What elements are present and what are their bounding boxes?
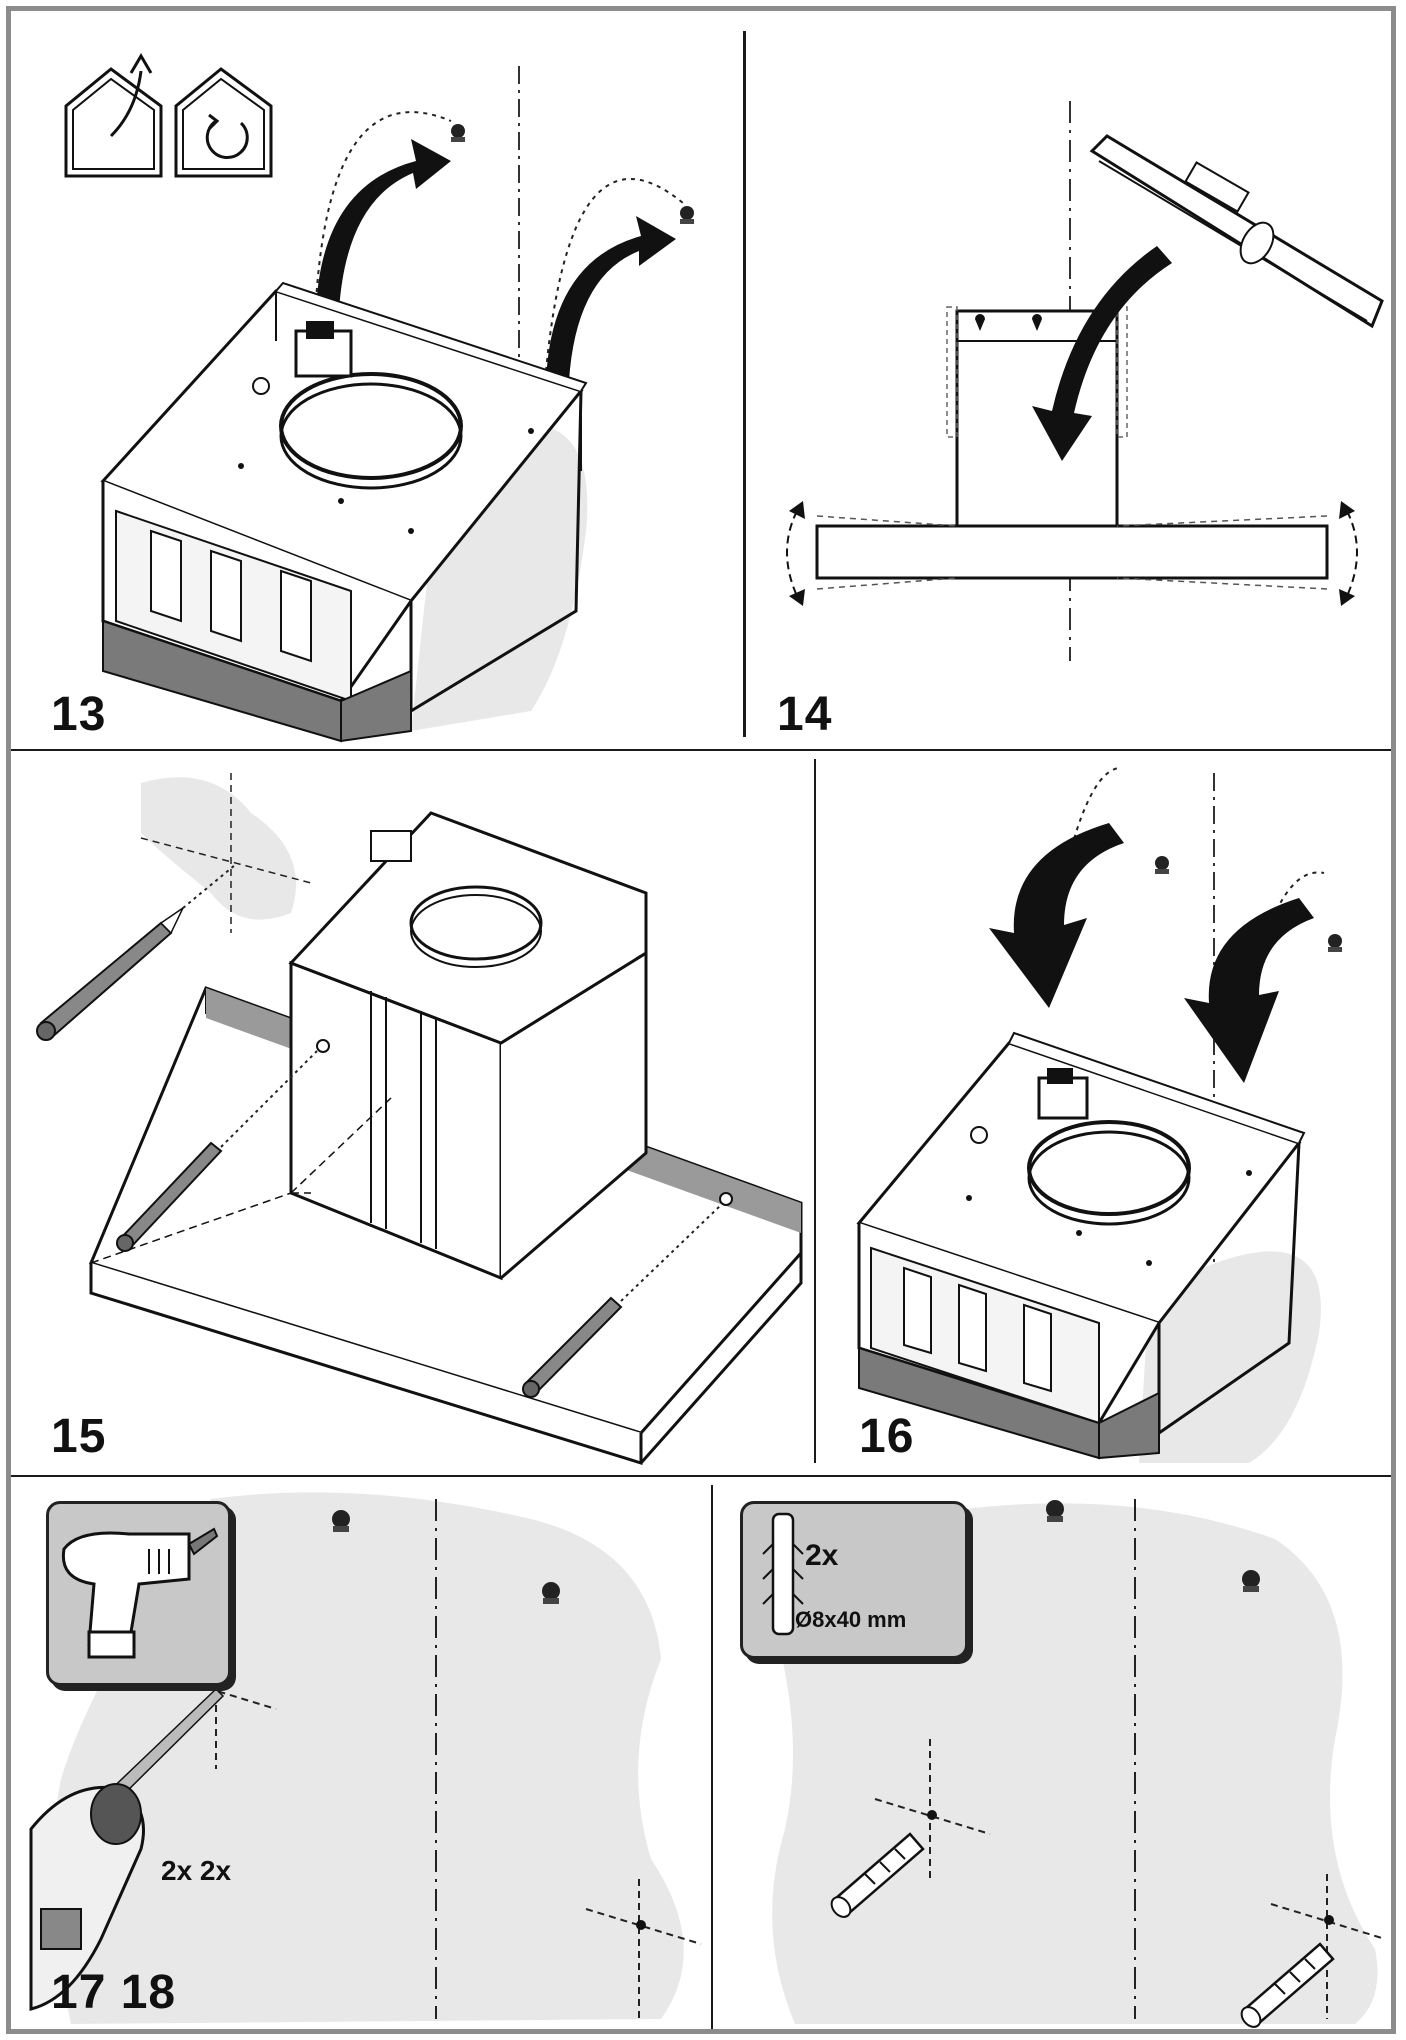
spirit-level-icon — [1089, 134, 1384, 329]
panel-step-14: 14 — [747, 11, 1391, 747]
screw-icon — [680, 206, 694, 224]
step-13-illustration — [64, 53, 694, 743]
row-divider-2 — [11, 1475, 1391, 1477]
step-14-number: 14 — [777, 688, 833, 741]
screw-icon — [1046, 1500, 1064, 1522]
instruction-sheet: 13 — [6, 6, 1396, 2034]
screw-icon — [1155, 856, 1169, 874]
pencil-icon — [36, 905, 185, 1041]
wall-plug-spec-icon — [762, 1512, 804, 1636]
wall-plug-icon-box — [740, 1501, 968, 1659]
house-recirculation-icon — [174, 67, 273, 178]
step-17-18-number: 17 18 — [51, 1966, 177, 2019]
screw-icon — [451, 124, 465, 142]
screw-icon — [1328, 934, 1342, 952]
panel-step-18-plugs: 2x Ø8x40 mm — [715, 1479, 1391, 2029]
cordless-drill-icon — [61, 1527, 219, 1659]
plug-spec-label: Ø8x40 mm — [795, 1607, 907, 1632]
drill-quantity-label: 2x 2x — [161, 1855, 232, 1886]
drill-icon-box — [46, 1501, 231, 1686]
panel-step-17-18-drill: 2x 2x 17 18 — [11, 1479, 709, 2029]
col-divider-3 — [711, 1485, 713, 2029]
step-13-number: 13 — [51, 688, 107, 741]
pencil-icon — [522, 1296, 623, 1398]
panel-step-15: 15 — [11, 753, 811, 1473]
plug-quantity-label: 2x — [805, 1539, 839, 1572]
panel-step-16: 16 — [819, 753, 1391, 1473]
screw-icon — [1242, 1570, 1260, 1592]
col-divider-1 — [743, 31, 746, 737]
step-16-number: 16 — [859, 1410, 915, 1463]
drill-icon — [29, 1783, 145, 2011]
screw-icon — [332, 1510, 350, 1532]
house-exhaust-icon — [64, 53, 163, 178]
step-15-number: 15 — [51, 1410, 107, 1463]
panel-step-13: 13 — [11, 11, 741, 747]
step-16-illustration — [856, 767, 1342, 1463]
step-14-illustration — [786, 101, 1384, 661]
wall-plug-icon — [1240, 1942, 1335, 2028]
wall-plug-icon — [830, 1832, 925, 1918]
step-15-illustration — [36, 773, 803, 1466]
screw-icon — [542, 1582, 560, 1604]
row-divider-1 — [11, 749, 1391, 751]
pencil-icon — [116, 1141, 223, 1252]
col-divider-2 — [814, 759, 816, 1463]
